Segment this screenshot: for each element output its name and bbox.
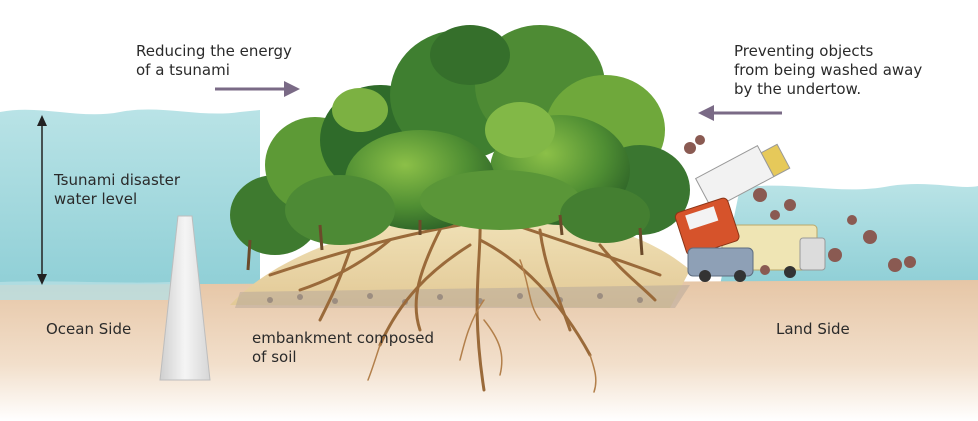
label-land-side: Land Side [776, 320, 850, 338]
sea-wall [159, 215, 211, 381]
tree-roots [268, 213, 662, 392]
debris-vehicles [674, 143, 826, 282]
arrow-left-icon [698, 105, 782, 121]
arrow-right-icon [215, 81, 300, 97]
shore-water [0, 281, 175, 300]
double-arrow-vertical-icon [37, 115, 47, 285]
gravel-layer [235, 285, 690, 308]
tree-trunks [246, 214, 644, 271]
tree-roots-fine [367, 259, 597, 393]
label-ocean-side: Ocean Side [46, 320, 132, 338]
label-preventing-objects: Preventing objects from being washed awa… [734, 42, 923, 98]
label-water-level: Tsunami disaster water level [54, 171, 181, 208]
ground-soil [0, 280, 978, 421]
embankment-mound [230, 213, 690, 308]
label-embankment: embankment composed of soil [252, 329, 435, 366]
debris-rocks [684, 135, 916, 275]
forest-canopy [230, 25, 690, 255]
label-reducing-energy: Reducing the energy of a tsunami [136, 42, 292, 79]
